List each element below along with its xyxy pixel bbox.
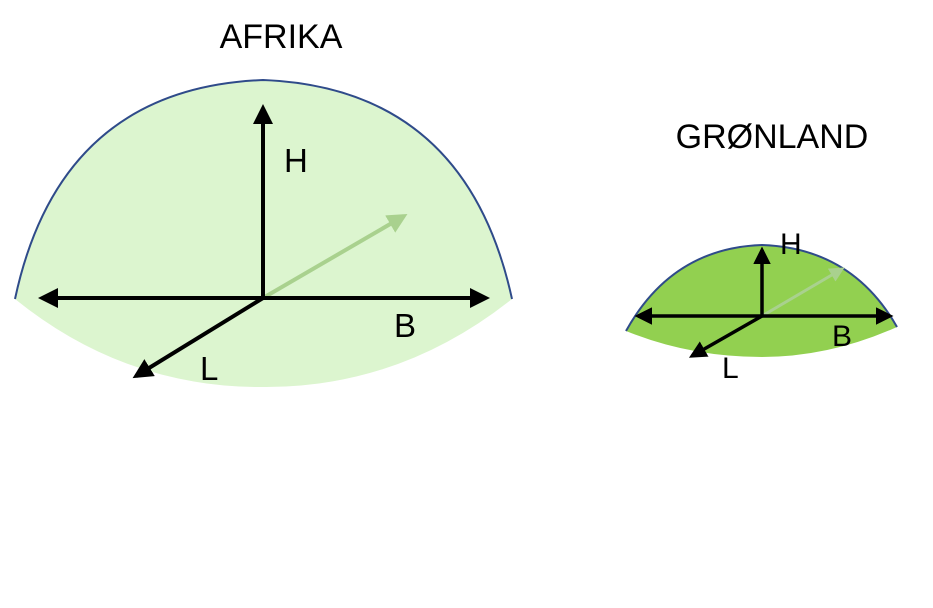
figure-africa: AFRIKA H B L: [14, 18, 513, 388]
africa-label-length: L: [200, 350, 218, 387]
africa-length-axis: [132, 296, 265, 379]
greenland-length-axis: [688, 314, 763, 358]
africa-depth-arrow: [261, 213, 408, 300]
title-africa: AFRIKA: [220, 18, 343, 56]
africa-lens-outline: [14, 78, 513, 300]
africa-label-width: B: [394, 307, 416, 344]
greenland-label-width: B: [832, 320, 852, 353]
greenland-lens-outline: [625, 243, 898, 332]
africa-label-height: H: [284, 142, 308, 179]
figure-greenland: GRØNLAND H B L: [625, 118, 898, 385]
greenland-label-height: H: [780, 228, 802, 261]
title-greenland: GRØNLAND: [676, 118, 869, 156]
greenland-label-length: L: [722, 352, 739, 385]
